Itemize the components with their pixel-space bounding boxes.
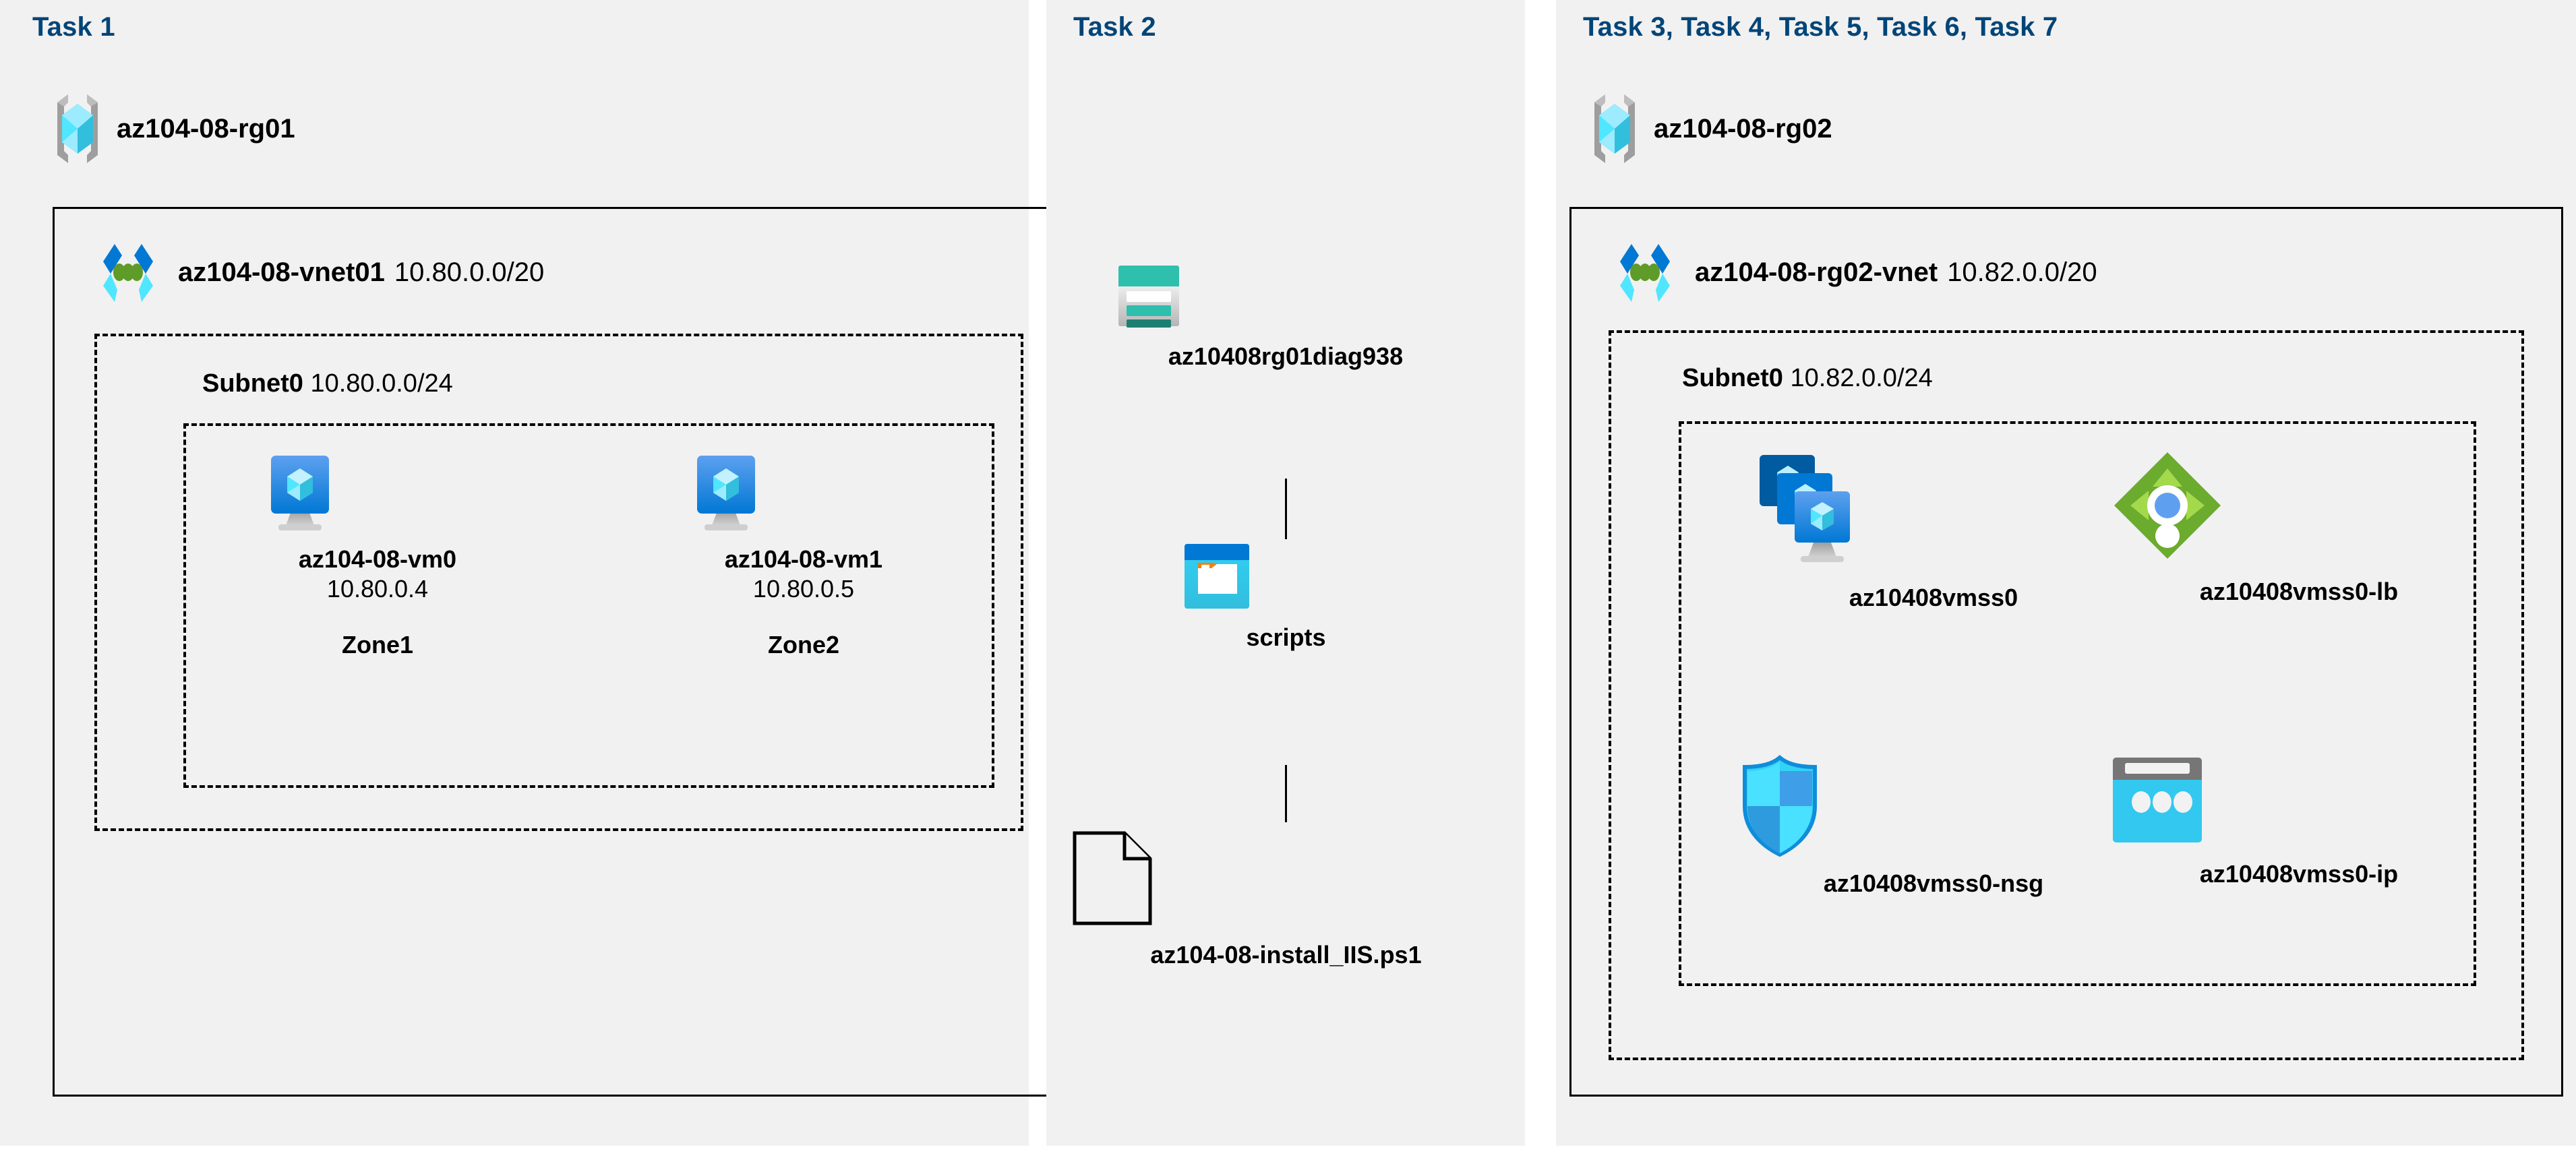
task2-panel bbox=[1046, 0, 1525, 1146]
task3to7-subnet-box bbox=[1609, 330, 2524, 1060]
blob-container-icon bbox=[1183, 543, 1389, 610]
task3to7-subnet-name: Subnet0 bbox=[1682, 364, 1783, 392]
task1-vnet-name: az104-08-vnet01 bbox=[178, 257, 385, 287]
task1-resource-group-label: az104-08-rg01 bbox=[117, 113, 295, 144]
task3to7-heading: Task 3, Task 4, Task 5, Task 6, Task 7 bbox=[1583, 12, 2058, 42]
task3to7-nsg-node[interactable]: az10408vmss0-nsg bbox=[1738, 755, 2129, 898]
task3to7-vnet-name: az104-08-rg02-vnet bbox=[1695, 257, 1938, 287]
virtual-network-icon bbox=[1611, 241, 1679, 303]
task3to7-lb-label: az10408vmss0-lb bbox=[2199, 578, 2399, 605]
task3to7-panel bbox=[1556, 0, 2576, 1146]
task3to7-vmss-node[interactable]: az10408vmss0 bbox=[1738, 448, 2129, 612]
task2-heading: Task 2 bbox=[1073, 12, 1156, 42]
task3to7-lb-node[interactable]: az10408vmss0-lb bbox=[2110, 448, 2488, 606]
virtual-network-icon bbox=[94, 241, 162, 303]
task1-vm0-label: az104-08-vm0 bbox=[298, 545, 457, 573]
task1-vm0-zone: Zone1 bbox=[341, 631, 413, 659]
task1-vnet-header: az104-08-vnet01 10.80.0.0/20 bbox=[94, 241, 544, 303]
resource-group-icon bbox=[51, 93, 104, 164]
storage-account-icon bbox=[1116, 263, 1456, 329]
task2-container-label: scripts bbox=[1246, 623, 1326, 651]
task3to7-vmss-label: az10408vmss0 bbox=[1849, 584, 2018, 611]
task2-storage-account-node[interactable]: az10408rg01diag938 bbox=[1116, 263, 1456, 371]
task2-storage-account-label: az10408rg01diag938 bbox=[1168, 342, 1404, 370]
task1-vm1-ip: 10.80.0.5 bbox=[752, 575, 855, 603]
connector-scripts-to-script-file bbox=[1285, 765, 1287, 822]
task3to7-resource-group: az104-08-rg02 bbox=[1588, 93, 1832, 164]
task1-vm1-label: az104-08-vm1 bbox=[724, 545, 883, 573]
resource-group-icon bbox=[1588, 93, 1642, 164]
task3to7-vnet-box bbox=[1569, 207, 2563, 1097]
vm-scale-set-icon bbox=[1738, 448, 2129, 573]
task1-vm0-node[interactable]: az104-08-vm0 10.80.0.4 Zone1 bbox=[256, 452, 499, 659]
task3to7-resources-box bbox=[1679, 421, 2476, 986]
task3to7-public-ip-node[interactable]: az10408vmss0-ip bbox=[2110, 755, 2488, 888]
connector-storage-to-scripts bbox=[1285, 479, 1287, 539]
task3to7-resource-group-label: az104-08-rg02 bbox=[1654, 113, 1832, 144]
task1-vm0-ip: 10.80.0.4 bbox=[326, 575, 429, 603]
network-security-group-icon bbox=[1738, 755, 2129, 857]
task2-container-node[interactable]: scripts bbox=[1183, 543, 1389, 652]
task1-subnet-cidr: 10.80.0.0/24 bbox=[310, 369, 453, 398]
task1-panel bbox=[0, 0, 1029, 1146]
task3to7-public-ip-label: az10408vmss0-ip bbox=[2199, 860, 2399, 888]
task3to7-vnet-cidr: 10.82.0.0/20 bbox=[1947, 257, 2097, 287]
task1-subnet-name: Subnet0 bbox=[202, 369, 303, 398]
task1-zone-box bbox=[183, 423, 994, 788]
task3to7-subnet-label: Subnet0 10.82.0.0/24 bbox=[1682, 364, 1933, 393]
task3to7-subnet-cidr: 10.82.0.0/24 bbox=[1790, 364, 1933, 392]
task1-vnet-cidr: 10.80.0.0/20 bbox=[394, 257, 545, 287]
task2-script-file-node[interactable]: az104-08-install_IIS.ps1 bbox=[1072, 830, 1500, 969]
task3to7-nsg-label: az10408vmss0-nsg bbox=[1823, 869, 2044, 897]
task1-subnet-box bbox=[94, 334, 1023, 831]
task1-vm1-node[interactable]: az104-08-vm1 10.80.0.5 Zone2 bbox=[682, 452, 925, 659]
virtual-machine-icon bbox=[256, 452, 499, 536]
task1-vm1-zone: Zone2 bbox=[767, 631, 839, 659]
task1-resource-group: az104-08-rg01 bbox=[51, 93, 295, 164]
task2-script-file-label: az104-08-install_IIS.ps1 bbox=[1150, 941, 1422, 969]
task1-subnet-label: Subnet0 10.80.0.0/24 bbox=[202, 369, 453, 398]
script-file-icon bbox=[1072, 830, 1500, 926]
virtual-machine-icon bbox=[682, 452, 925, 536]
task1-heading: Task 1 bbox=[32, 12, 115, 42]
task3to7-vnet-header: az104-08-rg02-vnet 10.82.0.0/20 bbox=[1611, 241, 2097, 303]
load-balancer-icon bbox=[2110, 448, 2488, 563]
public-ip-address-icon bbox=[2110, 755, 2488, 845]
